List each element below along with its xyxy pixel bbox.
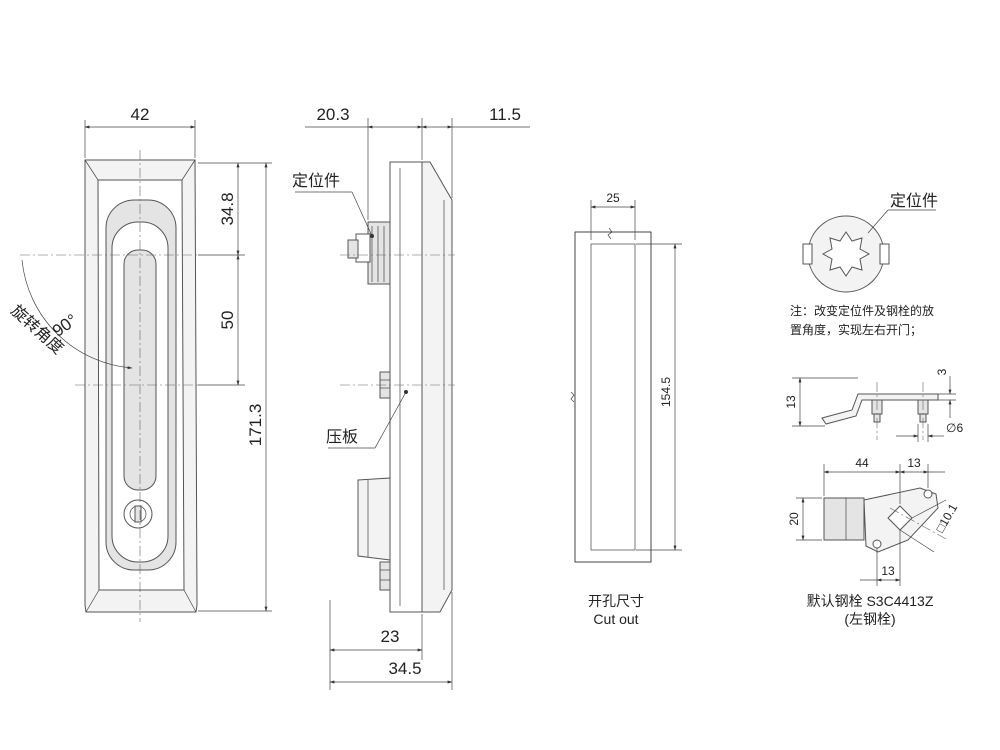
detail-view: 定位件 注：改变定位件及钢栓的放 置角度，实现左右开门； 13 3 ∅6 (784, 191, 963, 627)
positioner-label: 定位件 (292, 171, 340, 190)
lock-housing (357, 477, 391, 561)
cutout-view: 25 154.5 开孔尺寸 Cut out (570, 191, 682, 627)
side-view: 20.3 11.5 23 34.5 定位件 压板 (292, 105, 530, 690)
cutout-outer (574, 231, 652, 563)
bolt-caption-line-1: 默认钢栓 S3C4413Z (807, 593, 934, 609)
bolt-dim-44: 44 (855, 456, 869, 470)
dim-width-42: 42 (131, 105, 150, 124)
cutout-inner (590, 243, 636, 551)
dim-171-3: 171.3 (246, 404, 265, 447)
bolt-top-body (823, 497, 865, 541)
cutout-dim-154-5: 154.5 (659, 377, 673, 407)
bolt-caption-line-2: (左钢栓) (844, 611, 895, 627)
bolt-dim-13-bottom: 13 (881, 564, 895, 578)
bolt-dim-13-vertical: 13 (784, 395, 798, 409)
dim-34-8: 34.8 (218, 192, 237, 225)
dim-11-5: 11.5 (489, 105, 521, 124)
cutout-caption-en: Cut out (593, 611, 638, 627)
positioner-star-hole (821, 231, 871, 277)
note-line-2: 置角度，实现左右开门； (790, 322, 922, 337)
dim-34-5: 34.5 (388, 659, 421, 678)
plate-label: 压板 (326, 427, 358, 446)
dim-23: 23 (381, 627, 400, 646)
positioner-body (367, 221, 391, 285)
bolt-dim-3: 3 (935, 368, 949, 375)
cutout-caption-cn: 开孔尺寸 (588, 593, 644, 609)
cutout-dim-25: 25 (606, 191, 620, 205)
detail-positioner-label: 定位件 (890, 191, 938, 210)
front-view: 42 34.8 50 171.3 90° 旋转角度 (7, 105, 272, 622)
dim-50: 50 (218, 311, 237, 330)
dim-20-3: 20.3 (316, 105, 349, 124)
note-line-1: 注：改变定位件及钢栓的放 (790, 303, 934, 318)
bezel-profile (421, 161, 453, 613)
bolt-dim-phi6: ∅6 (946, 421, 963, 435)
bolt-dim-20: 20 (787, 512, 801, 526)
front-plate (389, 161, 423, 613)
rotation-arc (21, 259, 133, 370)
bolt-dim-13-top: 13 (907, 456, 921, 470)
